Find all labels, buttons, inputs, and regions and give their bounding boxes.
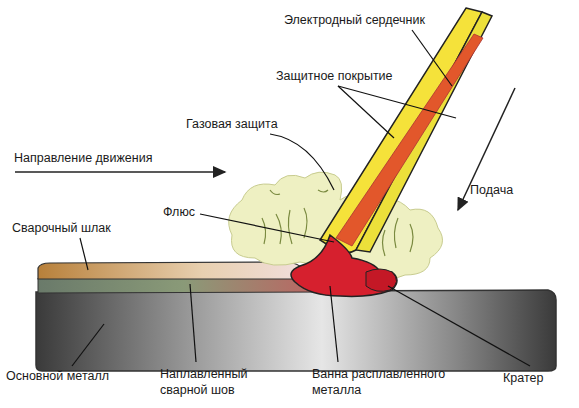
part-label: Ванна расплавленного металла xyxy=(312,366,462,398)
part-label: Кратер xyxy=(503,370,543,386)
part-label: Электродный сердечник xyxy=(284,12,425,28)
part-label: Защитное покрытие xyxy=(276,68,393,84)
part-label: Подача xyxy=(470,182,513,198)
part-label: Основной металл xyxy=(6,368,109,384)
part-label: Газовая защита xyxy=(186,116,278,132)
part-label: Флюс xyxy=(163,204,195,220)
part-label: Наплавленный сварной шов xyxy=(160,366,260,398)
part-label: Направление движения xyxy=(14,150,152,166)
part-label: Сварочный шлак xyxy=(12,220,111,236)
